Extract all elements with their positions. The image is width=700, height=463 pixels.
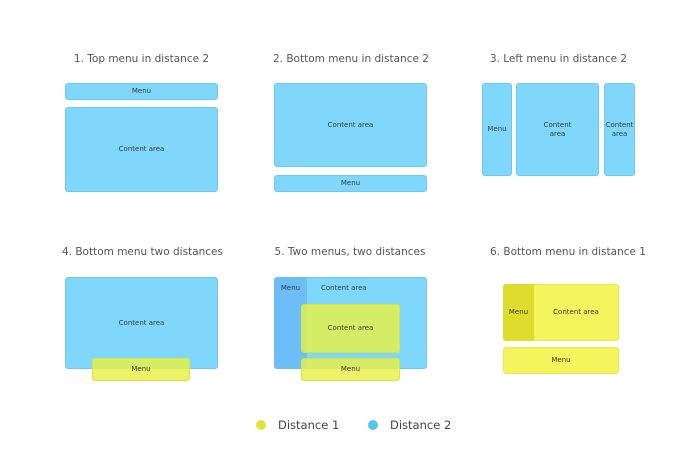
panel-2-title: 2. Bottom menu in distance 2: [273, 53, 429, 65]
panel-5-bottom-menu: Menu: [301, 358, 400, 381]
panel-6-left-menu: Menu: [503, 284, 534, 341]
panel-2-bottom-menu: Menu: [274, 175, 427, 192]
panel-3-content-area: Content area: [516, 83, 599, 176]
legend-distance-2-label: Distance 2: [390, 418, 452, 432]
panel-6-bottom-menu: Menu: [503, 347, 619, 374]
panel-3-content-label: Content area: [543, 120, 572, 138]
panel-1-top-menu: Menu: [65, 83, 218, 100]
panel-6-title: 6. Bottom menu in distance 1: [490, 246, 646, 258]
legend-distance-2-dot: [368, 420, 378, 430]
panel-6-content-label: Content area: [553, 308, 599, 317]
panel-3-right-content-label: Content area: [605, 120, 634, 138]
panel-1-content-area: Content area: [65, 107, 218, 192]
panel-5-content-top-label: Content area: [321, 284, 367, 292]
panel-5-title: 5. Two menus, two distances: [274, 246, 426, 258]
panel-3-right-content: Content area: [604, 83, 635, 176]
panel-4-bottom-menu: Menu: [92, 358, 190, 381]
legend-distance-1-label: Distance 1: [278, 418, 340, 432]
panel-5-left-menu-label: Menu: [280, 284, 301, 292]
panel-1-title: 1. Top menu in distance 2: [73, 53, 210, 65]
panel-3-left-menu: Menu: [482, 83, 512, 176]
panel-5-content-card: Content area: [301, 304, 400, 353]
panel-4-title: 4. Bottom menu two distances: [62, 246, 223, 258]
panel-2-content-area: Content area: [274, 83, 427, 167]
legend-distance-1-dot: [256, 420, 266, 430]
panel-3-title: 3. Left menu in distance 2: [489, 53, 628, 65]
panel-4-content-area: Content area: [65, 277, 218, 369]
